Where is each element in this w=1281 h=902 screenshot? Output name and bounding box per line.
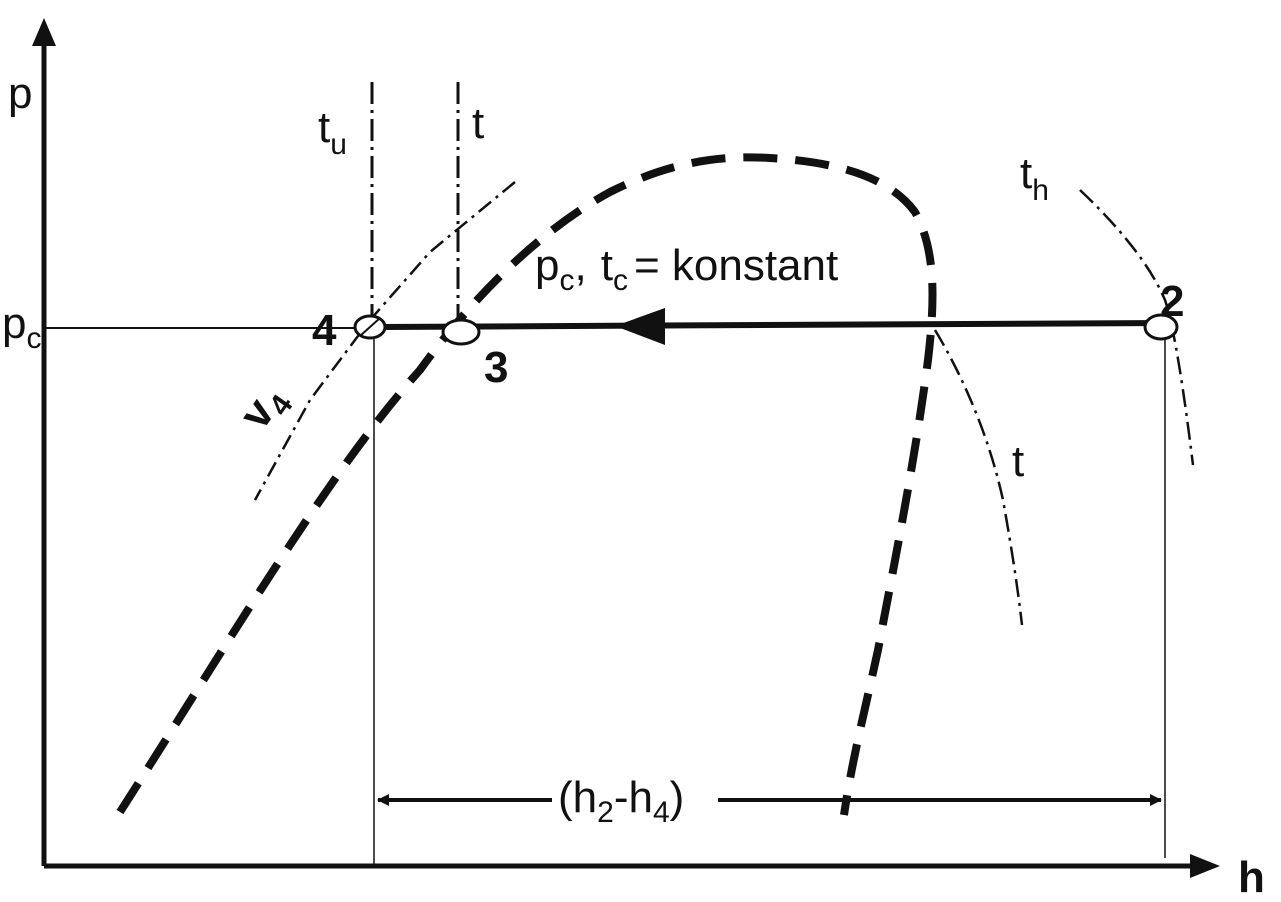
x-axis-label: h: [1238, 853, 1265, 902]
t-label-right: t: [1012, 437, 1024, 486]
isotherm-th: [1079, 189, 1195, 466]
enthalpy-diff-label: (h2-h4): [558, 773, 684, 829]
condensation-label: pc,tc= konstant: [535, 241, 838, 297]
state-point-3-label: 3: [484, 343, 508, 392]
x-axis-arrowhead: [1190, 854, 1220, 878]
t-label-top: t: [472, 99, 484, 148]
y-axis-label: p: [8, 69, 32, 118]
condensation-line: [377, 320, 1161, 330]
state-point-4-label: 4: [312, 306, 337, 355]
isotherm-t-vapor: [933, 329, 1024, 626]
v4-label: v4: [230, 376, 300, 442]
state-point-2-label: 2: [1160, 277, 1184, 326]
state-point-4-slash: [359, 317, 381, 337]
state-point-3: [441, 318, 481, 346]
state-point-2: [1143, 313, 1179, 341]
th-label: th: [1020, 149, 1049, 207]
y-axis-arrowhead: [32, 18, 56, 46]
flow-direction-arrowhead: [615, 308, 665, 345]
tu-label: tu: [318, 103, 347, 161]
isochore-v4: [253, 181, 516, 501]
pc-label: pc: [2, 299, 41, 355]
